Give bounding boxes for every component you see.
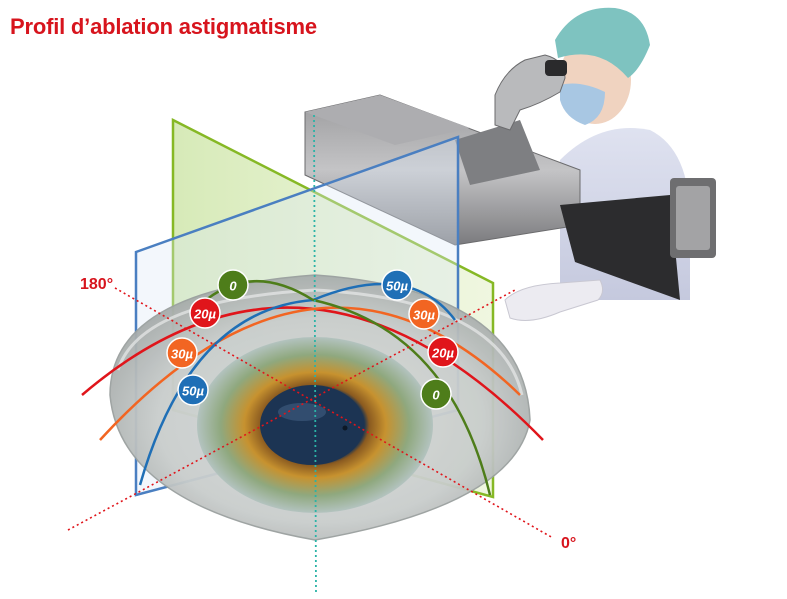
badge-20-left: 20µ [189,297,221,329]
badge-label: 20µ [193,307,216,322]
page-title: Profil d’ablation astigmatisme [10,14,317,39]
green-curve-left [199,280,314,306]
badge-50-top: 50µ [381,269,413,301]
blue-curve-left [138,298,314,486]
axis-180-0 [114,287,554,539]
orange-curve [99,306,521,441]
badge-label: 50µ [386,279,408,294]
badge-50-left: 50µ [177,374,209,406]
label-0-degrees: 0° [561,535,576,552]
badge-circle [177,374,209,406]
badge-0-top: 0 [217,269,249,301]
badge-20-right: 20µ [427,336,459,368]
badge-label: 30µ [413,308,435,323]
badge-circle [166,337,198,369]
badge-0-right: 0 [420,378,452,410]
badge-label: 0 [432,388,440,403]
badge-circle [408,298,440,330]
badge-circle [427,336,459,368]
badge-label: 0 [229,279,237,294]
badge-label: 30µ [171,347,193,362]
badge-circle [381,269,413,301]
badge-circle [217,269,249,301]
badge-circle [189,297,221,329]
badge-30-left: 30µ [166,337,198,369]
vertical-axis [313,114,317,596]
badge-label: 50µ [182,384,204,399]
laser-device [304,54,716,300]
badge-label: 20µ [431,346,454,361]
green-curve-right [312,298,492,496]
label-180-degrees: 180° [80,276,113,293]
badge-30-right: 30µ [408,298,440,330]
ablation-curves [81,280,544,496]
badge-circle [420,378,452,410]
